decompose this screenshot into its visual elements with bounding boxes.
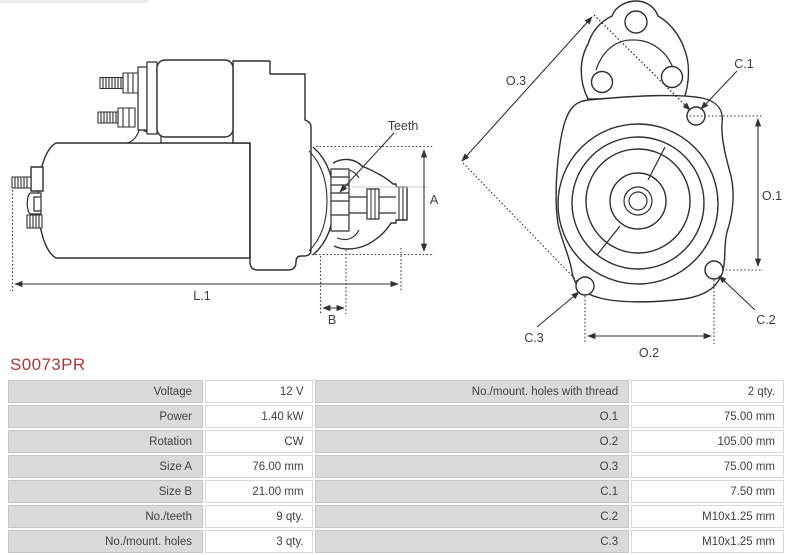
left-terminal-plate <box>30 166 44 192</box>
spec-value-cell: 9 qty. <box>205 505 313 528</box>
spec-value-cell: CW <box>205 430 313 453</box>
housing-circles <box>557 123 719 285</box>
tower-top-hole <box>624 10 648 34</box>
sector-lines <box>596 146 666 256</box>
spec-label-cell: No./mount. holes with thread <box>314 380 630 403</box>
dim-label-o1: O.1 <box>762 189 782 203</box>
table-row: Size A 76.00 mm O.3 75.00 mm <box>8 455 784 478</box>
spec-value-cell: M10x1.25 mm <box>631 530 784 553</box>
tower-inner-arch <box>595 39 674 71</box>
hole-c2 <box>704 260 724 280</box>
spec-value-cell: M10x1.25 mm <box>631 505 784 528</box>
dim-label-o2: O.2 <box>639 346 659 360</box>
dim-line-o3 <box>461 16 593 162</box>
spec-label-cell: C.2 <box>314 505 630 528</box>
spec-label-cell: Size B <box>8 480 203 503</box>
table-row: Rotation CW O.2 105.00 mm <box>8 430 784 453</box>
spec-label-cell: No./teeth <box>8 505 203 528</box>
left-lower-stub <box>26 214 43 229</box>
spec-value-cell: 3 qty. <box>205 530 313 553</box>
spec-label-cell: No./mount. holes <box>8 530 203 553</box>
spec-label-cell: O.2 <box>314 430 630 453</box>
left-grommet <box>26 192 42 215</box>
spec-value-cell: 1.40 kW <box>205 405 313 428</box>
table-row: No./mount. holes 3 qty. C.3 M10x1.25 mm <box>8 530 784 553</box>
spec-value-cell: 12 V <box>205 380 313 403</box>
front-view-drawing <box>555 0 734 303</box>
side-view-drawing <box>11 59 408 271</box>
starter-motor-diagram: Teeth A L.1 B <box>11 0 782 360</box>
spec-table: Voltage 12 V No./mount. holes with threa… <box>6 378 786 555</box>
motor-body <box>37 142 251 259</box>
spec-label-cell: O.3 <box>314 455 630 478</box>
teeth-leader <box>339 132 395 193</box>
c2-leader <box>718 275 756 311</box>
technical-drawing: Teeth A L.1 B <box>11 0 782 360</box>
dim-label-c2: C.2 <box>756 313 776 327</box>
spec-value-cell: 7.50 mm <box>631 480 784 503</box>
dim-label-b: B <box>328 313 336 327</box>
teeth-label: Teeth <box>388 119 419 133</box>
table-row: No./teeth 9 qty. C.2 M10x1.25 mm <box>8 505 784 528</box>
dim-label-l1: L.1 <box>193 289 210 303</box>
part-number: S0073PR <box>10 355 86 374</box>
solenoid-stud-top <box>99 72 139 94</box>
dim-label-c3: C.3 <box>524 331 544 345</box>
drive-end-frame <box>232 60 312 271</box>
solenoid-ring1 <box>146 61 158 135</box>
tower-left-hole <box>590 70 614 94</box>
side-view-dimensions <box>11 132 434 314</box>
table-row: Power 1.40 kW O.1 75.00 mm <box>8 405 784 428</box>
spec-value-cell: 105.00 mm <box>631 430 784 453</box>
pinion-gear <box>330 168 350 232</box>
dim-label-c1: C.1 <box>734 57 754 71</box>
spec-value-cell: 2 qty. <box>631 380 784 403</box>
table-row: Voltage 12 V No./mount. holes with threa… <box>8 380 784 403</box>
spec-label-cell: C.3 <box>314 530 630 553</box>
front-view-dimensions <box>461 14 763 344</box>
spec-value-cell: 75.00 mm <box>631 405 784 428</box>
c1-leader <box>700 70 738 110</box>
dim-label-a: A <box>430 193 439 207</box>
spec-value-cell: 75.00 mm <box>631 455 784 478</box>
solenoid-bracket <box>126 127 162 144</box>
solenoid-ring2 <box>137 66 148 131</box>
table-row: Size B 21.00 mm C.1 7.50 mm <box>8 480 784 503</box>
spec-label-cell: C.1 <box>314 480 630 503</box>
pinion-shaft <box>349 188 396 220</box>
c3-leader <box>536 291 580 328</box>
bell-rim-inner <box>308 150 328 252</box>
left-threaded-stud <box>11 176 32 189</box>
spec-label-cell: Rotation <box>8 430 203 453</box>
spec-value-cell: 76.00 mm <box>205 455 313 478</box>
spec-label-cell: O.1 <box>314 405 630 428</box>
solenoid-stud-bottom <box>97 107 136 128</box>
spec-value-cell: 21.00 mm <box>205 480 313 503</box>
spec-label-cell: Voltage <box>8 380 203 403</box>
spec-label-cell: Size A <box>8 455 203 478</box>
tower-right-hole <box>660 65 684 89</box>
solenoid-body <box>156 59 234 138</box>
spec-label-cell: Power <box>8 405 203 428</box>
hole-c3 <box>575 276 595 296</box>
dim-label-o3: O.3 <box>506 74 526 88</box>
cropped-logo-remnant <box>0 0 148 3</box>
